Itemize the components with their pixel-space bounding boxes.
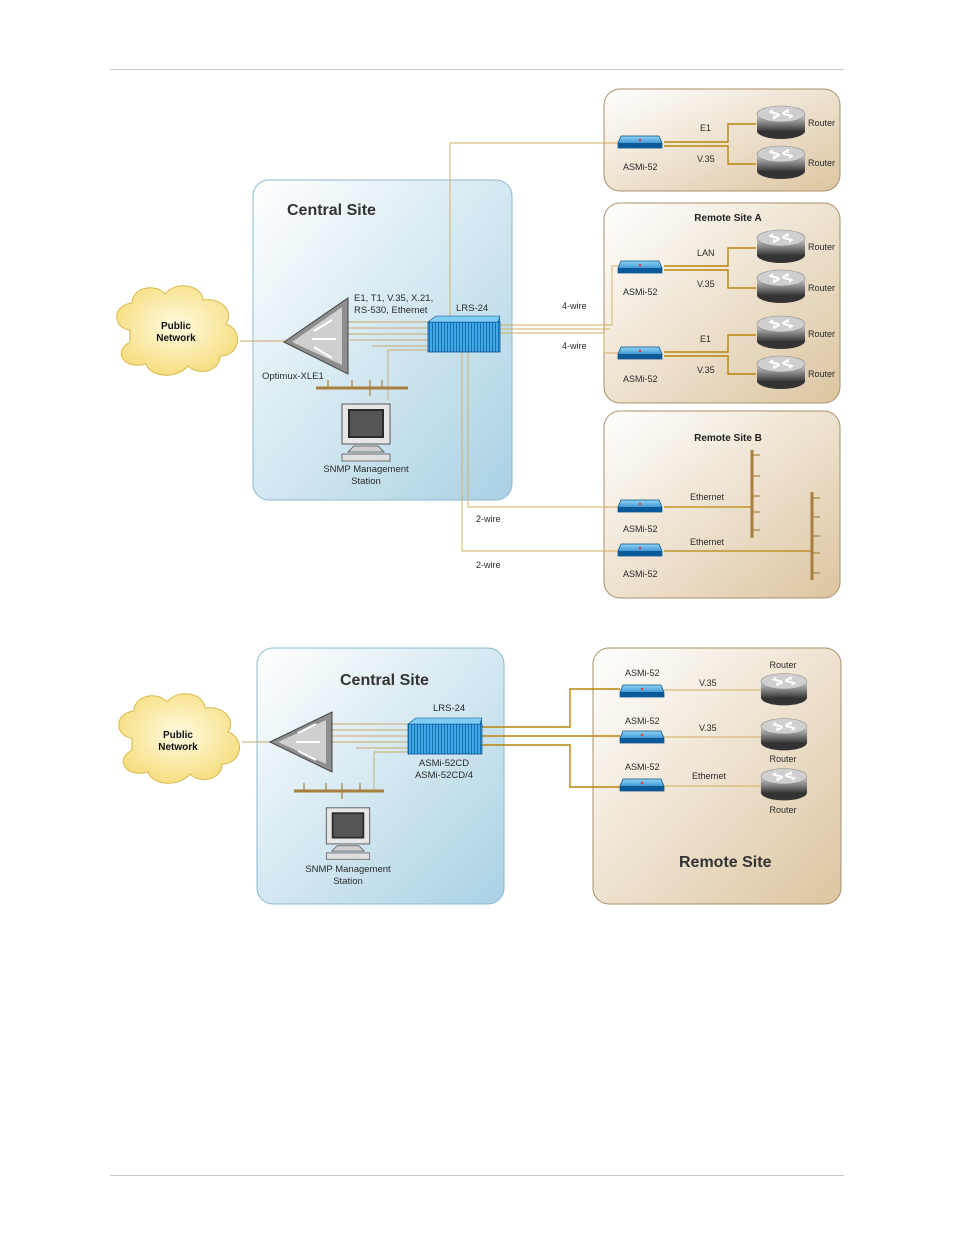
router-label: Router [808,158,835,168]
router-icon [756,315,806,350]
asmi-52-icon [617,135,663,149]
snmp-label-line2: Station [351,476,381,487]
asmi-label: ASMi-52 [625,716,660,726]
asmi-52-icon [619,684,665,698]
router-icon [760,672,808,707]
remote-site-b-title: Remote Site B [694,433,762,444]
link-label: E1 [700,123,711,133]
asmi-label: ASMi-52 [625,762,660,772]
asmi-52-icon [617,346,663,360]
link-label: V.35 [697,279,715,289]
router-icon [756,355,806,390]
link-label: V.35 [699,723,717,733]
snmp-label-line1: SNMP Management [305,864,391,875]
asmi-label: ASMi-52 [623,374,658,384]
wire-2-label-b: 2-wire [476,560,501,570]
link-label: Ethernet [690,492,725,502]
ethernet-bus-central-2-taps [303,783,361,799]
footer-rule [110,1175,844,1176]
wire-4-label-b: 4-wire [562,341,587,351]
link-label: Ethernet [690,537,725,547]
asmi-label: ASMi-52 [623,162,658,172]
link-label: Ethernet [692,771,727,781]
link-label: V.35 [699,678,717,688]
remote-site-title-2: Remote Site [679,854,772,871]
central-site-title-2: Central Site [340,672,429,689]
link-label: V.35 [697,365,715,375]
public-network-cloud: Public Network [116,285,238,376]
optimux-label: Optimux-XLE1 [262,371,324,382]
ethernet-bus-central-taps [327,380,383,396]
asmi-label: ASMi-52 [623,569,658,579]
interfaces-label-line1: E1, T1, V.35, X.21, [354,293,433,304]
router-icon [756,229,806,264]
ethernet-bus-site-b-1 [750,450,760,538]
snmp-label-line2: Station [333,876,363,887]
central-site-title: Central Site [287,202,376,219]
asmi-52-icon [617,543,663,557]
header-rule [110,69,844,70]
asmi-label: ASMi-52 [623,287,658,297]
router-icon [756,269,806,304]
cloud-label-line2: Network [158,742,198,753]
cloud-label-line2: Network [156,333,196,344]
central-site-box-2 [256,647,505,905]
asmi-52-icon [617,260,663,274]
router-icon [756,145,806,180]
router-icon [760,767,808,802]
asmi-52-icon [617,499,663,513]
router-label: Router [808,242,835,252]
router-icon [760,717,808,752]
card-label-line1: ASMi-52CD [419,758,469,769]
public-network-cloud-2: Public Network [118,693,240,784]
cloud-label-line1: Public [163,730,193,741]
asmi-52-icon [619,730,665,744]
router-label: Router [808,118,835,128]
remote-site-a-title: Remote Site A [694,213,761,224]
router-label: Router [769,805,796,815]
router-label: Router [808,283,835,293]
router-label: Router [808,369,835,379]
asmi-label: ASMi-52 [625,668,660,678]
router-icon [756,105,806,140]
wire-4-label-a: 4-wire [562,301,587,311]
lrs-24-rack-2 [407,717,483,755]
optimux-xle1-device [283,297,349,375]
link-label: LAN [697,248,715,258]
lrs-24-label: LRS-24 [456,303,488,314]
wire-2-label-a: 2-wire [476,514,501,524]
interfaces-label-line2: RS-530, Ethernet [354,305,428,316]
asmi-label: ASMi-52 [623,524,658,534]
remote-site-box-2 [592,647,842,905]
asmi-52-icon [619,778,665,792]
snmp-label-line1: SNMP Management [323,464,409,475]
link-label: E1 [700,334,711,344]
cloud-label-line1: Public [161,321,191,332]
optimux-device-2 [268,711,333,773]
router-label: Router [769,660,796,670]
router-label: Router [769,754,796,764]
lrs-24-rack [427,315,501,353]
router-label: Router [808,329,835,339]
lrs-24-label-2: LRS-24 [433,703,465,714]
link-label: V.35 [697,154,715,164]
card-label-line2: ASMi-52CD/4 [415,770,473,781]
ethernet-bus-site-b-2 [810,492,820,580]
